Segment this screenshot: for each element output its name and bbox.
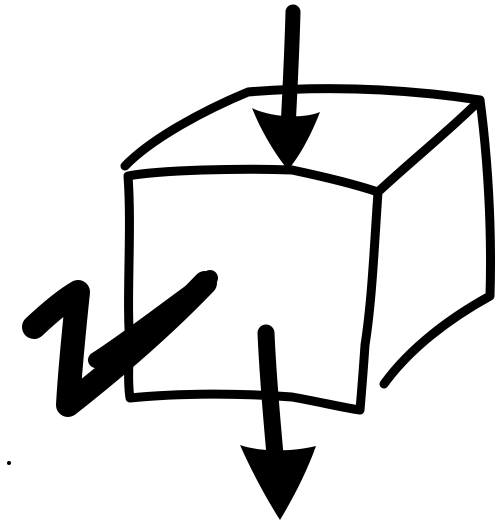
zigzag-icon — [34, 278, 210, 405]
ink-dot — [7, 461, 11, 465]
cube-front-face — [128, 169, 378, 410]
arrow-down-bottom-icon — [240, 333, 316, 520]
